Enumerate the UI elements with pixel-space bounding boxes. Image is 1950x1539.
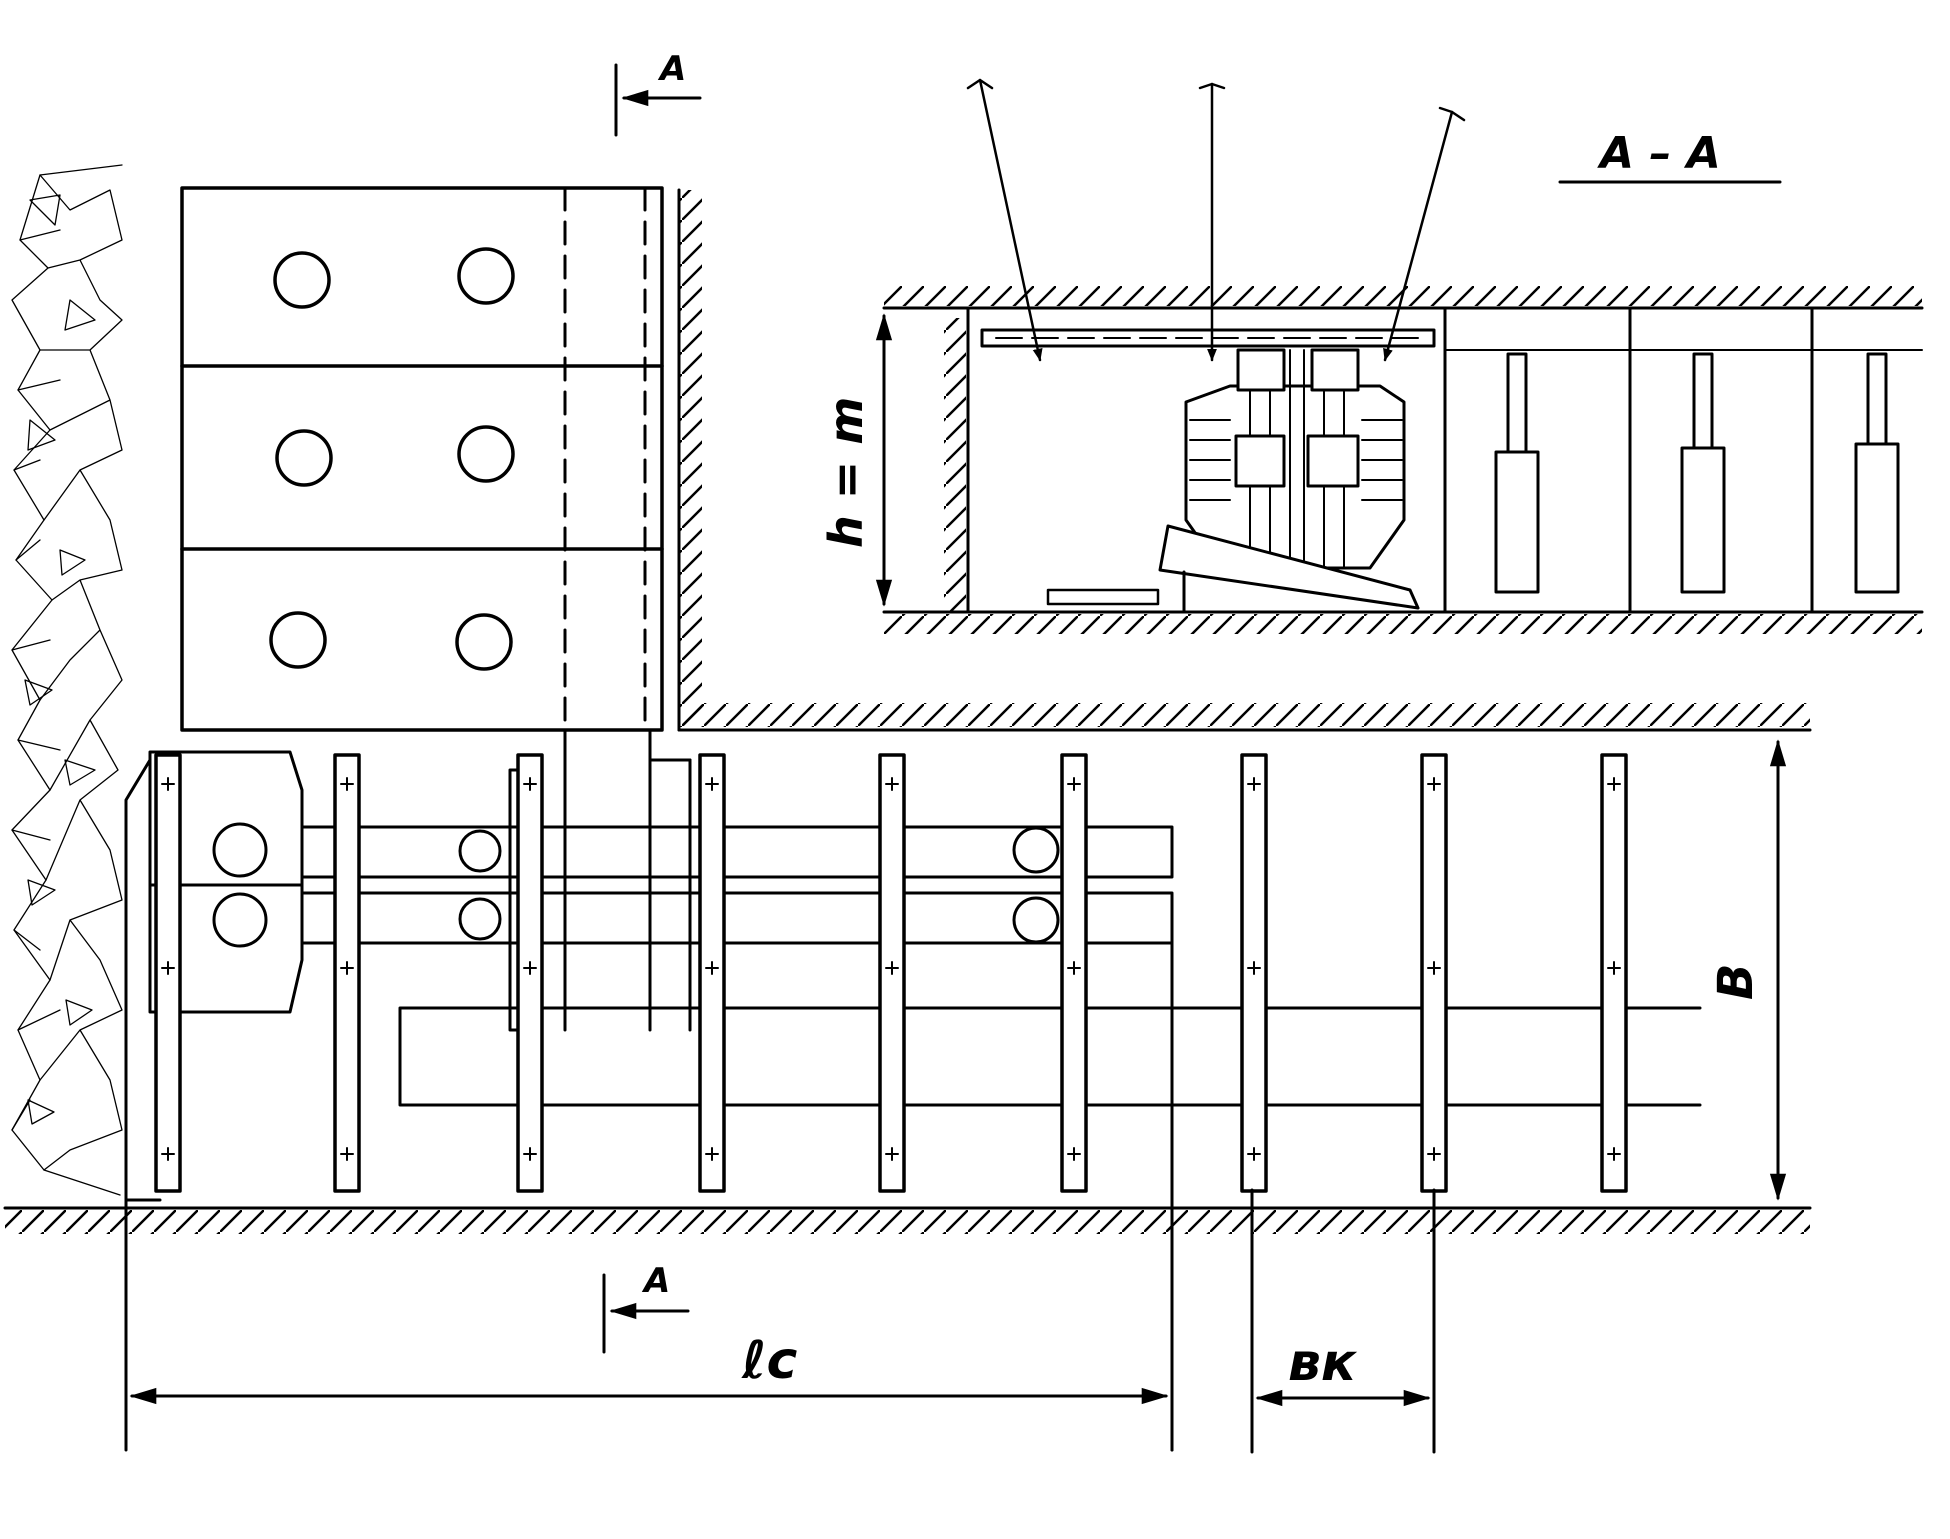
prop [1060,753,1088,1193]
section-prop [1854,352,1900,594]
support-section-block [180,186,664,732]
coal-face-wall [677,188,1812,732]
dimension-length [124,1198,1174,1452]
section-marker-label-bottom: A [641,1261,670,1301]
dimension-length-label: ℓc [741,1331,798,1391]
conveyor-assembly [124,728,1702,1452]
rock-goaf [8,162,125,1202]
prop [878,753,906,1193]
prop [1600,753,1628,1193]
dimension-width-label: B [1708,963,1764,1000]
section-prop [1494,352,1540,594]
prop [154,753,182,1193]
section-aa-view [875,78,1924,634]
prop [516,753,544,1193]
prop [333,753,361,1193]
dimension-height-label: h = m [819,397,873,548]
section-title: A – A [1597,128,1721,179]
dimension-spacing-label: вк [1288,1333,1358,1393]
section-marker-label-top: A [657,49,686,89]
section-prop [1680,352,1726,594]
prop [698,753,726,1193]
dimension-spacing [1250,1188,1436,1454]
section-marker-top [614,63,702,137]
prop [1420,753,1448,1193]
support-props [154,753,1628,1193]
section-marker-bottom [602,1273,690,1354]
prop [1240,753,1268,1193]
floor-line [3,1206,1812,1234]
